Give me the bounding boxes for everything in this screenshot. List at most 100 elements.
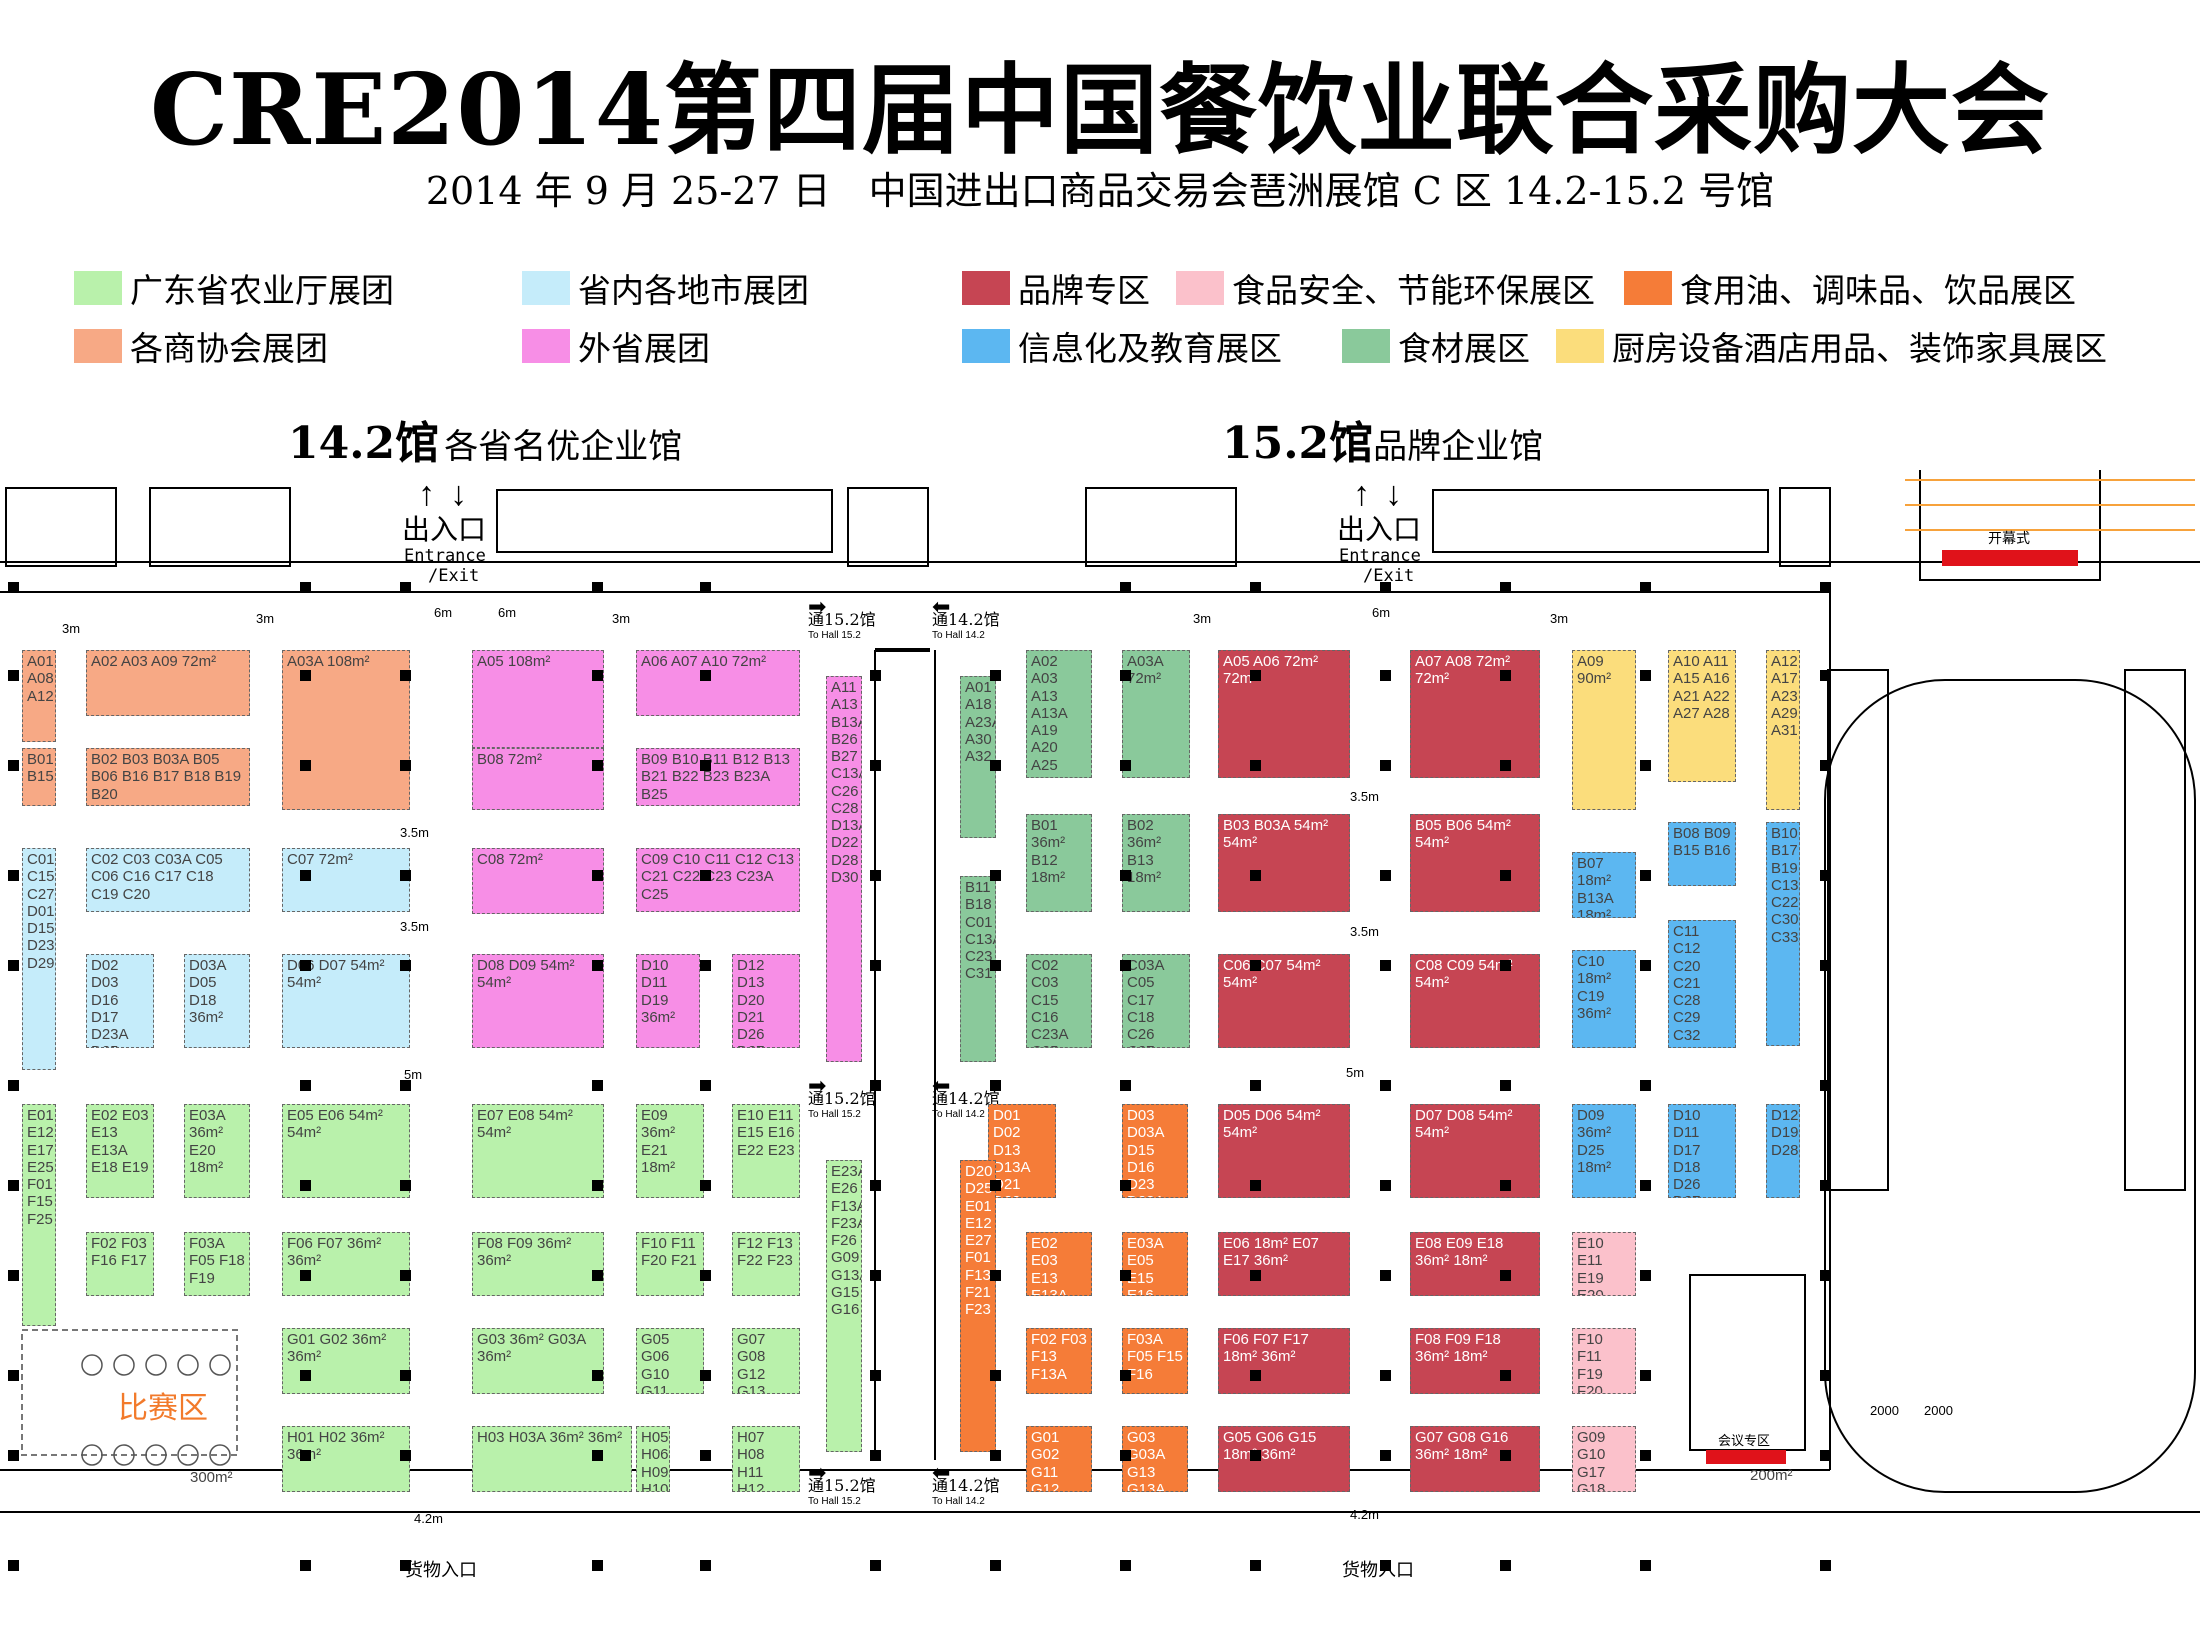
booth[interactable]: B08 B09 B15 B16 bbox=[1668, 822, 1736, 886]
booth[interactable]: G01 G02 36m² 36m² bbox=[282, 1328, 410, 1394]
booth[interactable]: D03 D03A D15 D16 D23 D23A bbox=[1122, 1104, 1188, 1198]
booth[interactable]: F08 F09 F18 36m² 18m² bbox=[1410, 1328, 1540, 1394]
column-marker bbox=[1380, 582, 1391, 593]
booth[interactable]: D12 D13 D20 D21 D26 D27 bbox=[732, 954, 800, 1048]
booth[interactable]: G03 36m² G03A 36m² bbox=[472, 1328, 604, 1394]
booth[interactable]: E07 E08 54m² 54m² bbox=[472, 1104, 604, 1198]
booth[interactable]: B02 B03 B03A B05 B06 B16 B17 B18 B19 B20 bbox=[86, 748, 250, 806]
booth[interactable]: H07 H08 H11 H12 bbox=[732, 1426, 800, 1492]
column-marker bbox=[300, 1080, 311, 1091]
booth[interactable]: B09 B10 B11 B12 B13 B21 B22 B23 B23A B25 bbox=[636, 748, 800, 806]
booth[interactable]: A01 A08 A12 bbox=[22, 650, 56, 742]
column-marker bbox=[300, 582, 311, 593]
booth[interactable]: F10 F11 F19 F20 bbox=[1572, 1328, 1636, 1394]
booth[interactable]: A07 A08 72m² 72m² bbox=[1410, 650, 1540, 778]
booth[interactable]: D10 D11 D19 36m² bbox=[636, 954, 700, 1048]
booth[interactable]: D20 D25 E01 E12 E27 F01 F13 F21 F23 bbox=[960, 1160, 996, 1452]
column-marker bbox=[8, 1270, 19, 1281]
booth[interactable]: G01 G02 G11 G12 bbox=[1026, 1426, 1092, 1492]
booth[interactable]: E02 E03 E13 E13A bbox=[1026, 1232, 1092, 1296]
booth[interactable]: C02 C03 C15 C16 C23A C25 bbox=[1026, 954, 1092, 1048]
booth[interactable]: F06 F07 F17 18m² 36m² bbox=[1218, 1328, 1350, 1394]
contest-table bbox=[177, 1354, 199, 1376]
booth[interactable]: H03 H03A 36m² 36m² bbox=[472, 1426, 632, 1492]
booth[interactable]: G05 G06 G10 G11 bbox=[636, 1328, 704, 1394]
booth[interactable]: E10 E11 E19 E20 bbox=[1572, 1232, 1636, 1296]
column-marker bbox=[300, 760, 311, 771]
booth[interactable]: E02 E03 E13 E13A E18 E19 bbox=[86, 1104, 154, 1198]
booth[interactable]: D07 D08 54m² 54m² bbox=[1410, 1104, 1540, 1198]
booth[interactable]: C06 C07 54m² 54m² bbox=[1218, 954, 1350, 1048]
booth[interactable]: E10 E11 E15 E16 E22 E23 bbox=[732, 1104, 800, 1198]
booth[interactable]: E23A E26 F13A F23A F26 G09 G13A G15 G16 bbox=[826, 1160, 862, 1452]
column-marker bbox=[300, 1180, 311, 1191]
booth[interactable]: F08 F09 36m² 36m² bbox=[472, 1232, 604, 1296]
booth[interactable]: G05 G06 G15 18m² 36m² bbox=[1218, 1426, 1350, 1492]
column-marker bbox=[1820, 870, 1831, 881]
column-marker bbox=[1120, 1560, 1131, 1571]
booth[interactable]: A06 A07 A10 72m² bbox=[636, 650, 800, 716]
dimension-label: 3m bbox=[256, 611, 275, 626]
booth[interactable]: F06 F07 36m² 36m² bbox=[282, 1232, 410, 1296]
booth[interactable]: G07 G08 G16 36m² 18m² bbox=[1410, 1426, 1540, 1492]
booth[interactable]: G09 G10 G17 G18 bbox=[1572, 1426, 1636, 1492]
booth[interactable]: A02 A03 A13 A13A A19 A20 A25 A26 bbox=[1026, 650, 1092, 778]
booth[interactable]: C07 72m² bbox=[282, 848, 410, 912]
booth[interactable]: F12 F13 F22 F23 bbox=[732, 1232, 800, 1296]
booth[interactable]: A03A 72m² bbox=[1122, 650, 1190, 778]
booth[interactable]: B08 72m² bbox=[472, 748, 604, 810]
booth[interactable]: A02 A03 A09 72m² bbox=[86, 650, 250, 716]
booth[interactable]: G03 G03A G13 G13A bbox=[1122, 1426, 1188, 1492]
dimension-label: 6m bbox=[434, 605, 453, 620]
booth[interactable]: D03A D05 D18 36m² bbox=[184, 954, 250, 1048]
booth[interactable]: A09 90m² bbox=[1572, 650, 1636, 810]
booth[interactable]: D08 D09 54m² 54m² bbox=[472, 954, 604, 1048]
booth[interactable]: C08 C09 54m² 54m² bbox=[1410, 954, 1540, 1048]
booth[interactable]: F03A F05 F18 F19 bbox=[184, 1232, 250, 1296]
booth[interactable]: B02 36m² B13 18m² bbox=[1122, 814, 1190, 912]
booth[interactable]: B01 36m² B12 18m² bbox=[1026, 814, 1092, 912]
booth[interactable]: G07 G08 G12 G13 bbox=[732, 1328, 800, 1394]
booth[interactable]: E01 E12 E17 E25 F01 F15 F25 bbox=[22, 1104, 56, 1326]
booth[interactable]: D10 D11 D17 D18 D26 D27 bbox=[1668, 1104, 1736, 1198]
booth[interactable]: F02 F03 F16 F17 bbox=[86, 1232, 154, 1296]
booth[interactable]: E06 18m² E07 E17 36m² bbox=[1218, 1232, 1350, 1296]
booth[interactable]: D02 D03 D16 D17 D23A D25 bbox=[86, 954, 154, 1048]
contest-table bbox=[209, 1444, 231, 1466]
booth[interactable]: E03A E05 E15 E16 bbox=[1122, 1232, 1188, 1296]
dimension-label: 3m bbox=[62, 621, 81, 636]
booth[interactable]: D12 D19 D28 bbox=[1766, 1104, 1800, 1198]
contest-table bbox=[81, 1354, 103, 1376]
booth[interactable]: A12 A17 A23 A29 A31 bbox=[1766, 650, 1800, 810]
booth[interactable]: D05 D06 54m² 54m² bbox=[1218, 1104, 1350, 1198]
booth[interactable]: B03 B03A 54m² 54m² bbox=[1218, 814, 1350, 912]
booth[interactable]: C10 18m² C19 36m² bbox=[1572, 950, 1636, 1048]
booth[interactable]: B05 B06 54m² 54m² bbox=[1410, 814, 1540, 912]
booth[interactable]: C02 C03 C03A C05 C06 C16 C17 C18 C19 C20 bbox=[86, 848, 250, 912]
booth[interactable]: A10 A11 A15 A16 A21 A22 A27 A28 bbox=[1668, 650, 1736, 782]
booth[interactable]: F02 F03 F13 F13A bbox=[1026, 1328, 1092, 1394]
booth[interactable]: B01 B15 bbox=[22, 748, 56, 806]
booth[interactable]: B07 18m² B13A 18m² bbox=[1572, 852, 1636, 918]
booth[interactable]: F10 F11 F20 F21 bbox=[636, 1232, 704, 1296]
booth[interactable]: A11 A13 B13A B26 B27 C13A C26 C28 D13A D… bbox=[826, 676, 862, 1062]
booth[interactable]: E09 36m² E21 18m² bbox=[636, 1104, 704, 1198]
booth[interactable]: E03A 36m² E20 18m² bbox=[184, 1104, 250, 1198]
legend-item-oil-condiments: 食用油、调味品、饮品展区 bbox=[1624, 270, 2076, 310]
booth[interactable]: C01 C15 C27 D01 D15 D23 D29 bbox=[22, 848, 56, 1070]
booth[interactable]: C09 C10 C11 C12 C13 C21 C22 C23 C23A C25 bbox=[636, 848, 800, 912]
booth[interactable]: B10 B17 B19 C13 C22 C30 C33A bbox=[1766, 822, 1800, 1046]
booth[interactable]: F03A F05 F15 F16 bbox=[1122, 1328, 1188, 1394]
booth[interactable]: A05 A06 72m² 72m² bbox=[1218, 650, 1350, 778]
booth[interactable]: C11 C12 C20 C21 C28 C29 C32 C33 bbox=[1668, 920, 1736, 1048]
column-marker bbox=[1820, 1180, 1831, 1191]
booth[interactable]: C08 72m² bbox=[472, 848, 604, 914]
booth[interactable]: D09 36m² D25 18m² bbox=[1572, 1104, 1636, 1198]
booth[interactable]: H05 H06 H09 H10 bbox=[636, 1426, 670, 1492]
column-marker bbox=[1640, 1370, 1651, 1381]
column-marker bbox=[1380, 960, 1391, 971]
booth[interactable]: C03A C05 C17 C18 C26 C27 bbox=[1122, 954, 1190, 1048]
booth[interactable]: E08 E09 E18 36m² 18m² bbox=[1410, 1232, 1540, 1296]
booth[interactable]: A05 108m² bbox=[472, 650, 604, 748]
